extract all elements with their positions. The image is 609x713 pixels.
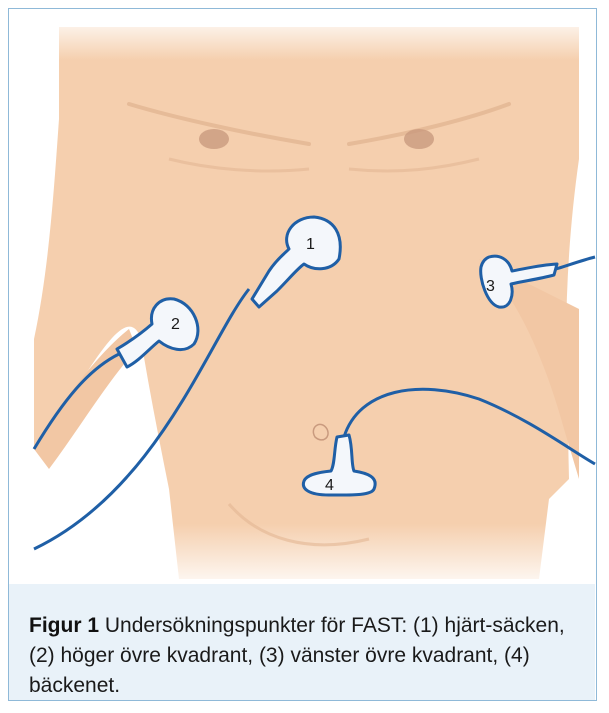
probe-3-number: 3 <box>486 278 495 295</box>
fast-illustration: 1 2 3 4 <box>9 9 598 599</box>
figure-frame: 1 2 3 4 Figur 1 Undersökningspunkter för… <box>8 8 597 701</box>
figure-caption: Figur 1 Undersökningspunkter för FAST: (… <box>29 611 579 701</box>
figure-label: Figur 1 <box>29 614 99 637</box>
probe-1-number: 1 <box>306 236 315 253</box>
figure-caption-text: Undersökningspunkter för FAST: (1) hjärt… <box>29 614 565 697</box>
probe-2-number: 2 <box>171 316 180 333</box>
caption-box: Figur 1 Undersökningspunkter för FAST: (… <box>9 584 595 700</box>
probe-4-number: 4 <box>325 477 334 494</box>
nipple-left <box>199 129 229 149</box>
nipple-right <box>404 129 434 149</box>
